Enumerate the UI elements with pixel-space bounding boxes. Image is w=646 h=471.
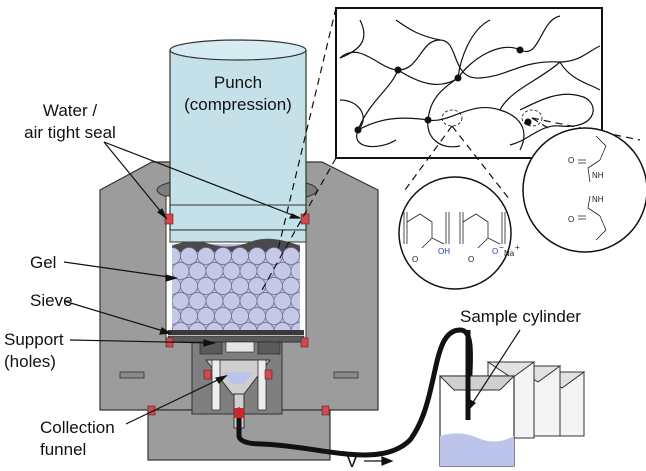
gel-particle [180,307,198,325]
amide-nh-top: NH [592,171,604,180]
gel-particle [180,247,198,265]
gel-particle [282,247,300,265]
support-label-line2: (holes) [4,352,56,371]
seal-label-line2: air tight seal [24,123,116,142]
gel-particle [180,277,198,295]
gel-particle [265,307,283,325]
gel-particle [205,292,224,310]
funnel-label-line1: Collection [40,418,115,437]
flow-rate-label: V̇ [346,451,358,471]
gel-particle [248,247,266,265]
gel-particle [222,262,241,280]
gel-particles [172,247,300,330]
gel-particle [205,322,224,330]
gel-particle [197,307,215,325]
sieve [168,330,304,335]
gel-particle [214,247,232,265]
gel-particle [282,277,300,295]
sodium-label: Na [504,249,515,258]
gel-particle [231,277,249,295]
seal-left [164,213,174,225]
gel-particle [248,277,266,295]
sieve-label: Sieve [30,291,73,310]
gel-particle [188,262,207,280]
gel-particle [172,292,190,310]
hydroxyl-label: OH [438,247,450,256]
carbonyl-o-bottom: O [568,215,574,224]
gel-particle [256,322,275,330]
gel-bed [172,238,300,330]
seal-right [300,213,310,225]
gel-particle [197,277,215,295]
sample-cylinder-front [438,375,516,467]
gel-particle [188,322,207,330]
seal-label-line1: Water / [43,101,97,120]
gel-particle [248,307,266,325]
gel-particle [239,322,258,330]
gel-particle [222,292,241,310]
zoom-lines [261,7,641,291]
gel-particle [290,262,300,280]
gel-particle [265,247,283,265]
gel-particle [172,322,190,330]
punch [169,39,307,243]
gel-particle [273,322,292,330]
gel-particle [214,277,232,295]
sample-cylinder-label: Sample cylinder [460,307,581,326]
gel-particle [265,277,283,295]
carbonyl-o-left: O [412,255,418,264]
gel-particle [214,307,232,325]
gel-particle [205,262,224,280]
carbonyl-o-right: O [468,255,474,264]
funnel-label-line2: funnel [40,440,86,459]
punch-label-line2: (compression) [184,95,292,114]
amide-nh-bottom: NH [592,195,604,204]
gel-particle [222,322,241,330]
gel-particle [231,247,249,265]
crosslinker-structure-inset: O NH NH O [522,127,646,253]
gel-particle [197,247,215,265]
gel-particle [273,292,292,310]
gel-label: Gel [30,253,56,272]
acrylate-structure-inset: O OH O O − Na + [398,176,520,290]
gel-particle [290,322,300,330]
carbonyl-o-top: O [568,156,574,165]
gel-particle [290,292,300,310]
support-label-line1: Support [4,330,64,349]
polymer-network-inset [335,7,603,159]
oxide-label: O [492,247,498,256]
gel-particle [239,292,258,310]
minus-sign: − [499,243,504,252]
gel-particle [239,262,258,280]
gel-particle [256,292,275,310]
plus-sign: + [515,243,520,252]
gel-particle [231,307,249,325]
gel-particle [188,292,207,310]
callout-arrows [63,141,521,466]
punch-label-line1: Punch [214,73,262,92]
support-plate [167,335,305,355]
gel-particle [282,307,300,325]
sample-cylinders [438,330,586,467]
gel-particle [256,262,275,280]
